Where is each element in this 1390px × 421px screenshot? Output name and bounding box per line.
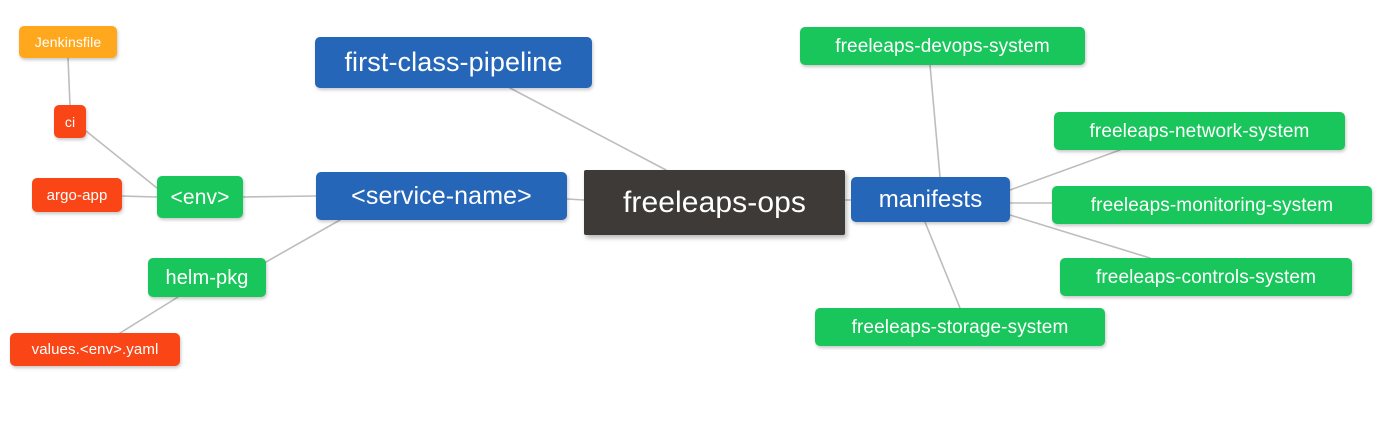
node-first-class-pipeline[interactable]: first-class-pipeline [315,37,592,88]
edge-service-name-to-helm-pkg [265,219,341,263]
node-jenkinsfile[interactable]: Jenkinsfile [19,26,117,58]
node-label-freeleaps-network-system: freeleaps-network-system [1089,120,1310,142]
node-label-argo-app: argo-app [46,186,108,204]
edge-jenkinsfile-to-ci [67,57,71,106]
node-argo-app[interactable]: argo-app [32,178,122,212]
node-freeleaps-network-system[interactable]: freeleaps-network-system [1054,112,1345,150]
edge-manifests-to-freeleaps-storage-system [924,221,961,309]
edge-helm-pkg-to-values-env-yaml [119,296,179,334]
node-label-freeleaps-controls-system: freeleaps-controls-system [1095,266,1317,288]
edge-env-to-service-name [242,195,317,198]
node-manifests[interactable]: manifests [851,177,1010,222]
node-label-freeleaps-devops-system: freeleaps-devops-system [835,35,1050,57]
node-label-freeleaps-ops: freeleaps-ops [622,185,807,219]
node-label-manifests: manifests [878,185,983,213]
node-label-values-env-yaml: values.<env>.yaml [31,341,159,358]
node-freeleaps-controls-system[interactable]: freeleaps-controls-system [1060,258,1352,296]
node-label-ci: ci [64,113,76,130]
node-label-helm-pkg: helm-pkg [165,266,249,289]
edge-service-name-to-freeleaps-ops [566,198,585,201]
node-freeleaps-monitoring-system[interactable]: freeleaps-monitoring-system [1052,186,1372,224]
node-values-env-yaml[interactable]: values.<env>.yaml [10,333,180,366]
node-label-first-class-pipeline: first-class-pipeline [344,47,563,77]
edge-manifests-to-freeleaps-network-system [1009,149,1121,191]
node-freeleaps-ops[interactable]: freeleaps-ops [584,170,845,235]
node-service-name[interactable]: <service-name> [316,172,567,220]
node-label-freeleaps-monitoring-system: freeleaps-monitoring-system [1090,194,1334,216]
edge-manifests-to-freeleaps-devops-system [929,64,941,178]
node-env[interactable]: <env> [157,176,243,218]
node-freeleaps-devops-system[interactable]: freeleaps-devops-system [800,27,1085,65]
node-label-jenkinsfile: Jenkinsfile [34,34,102,50]
node-label-freeleaps-storage-system: freeleaps-storage-system [851,316,1069,338]
edge-first-class-pipeline-to-freeleaps-ops [509,87,667,171]
node-label-env: <env> [170,185,230,209]
node-freeleaps-storage-system[interactable]: freeleaps-storage-system [815,308,1105,346]
node-label-service-name: <service-name> [351,181,532,210]
node-helm-pkg[interactable]: helm-pkg [148,258,266,297]
node-ci[interactable]: ci [54,105,86,138]
edge-argo-app-to-env [121,195,158,198]
